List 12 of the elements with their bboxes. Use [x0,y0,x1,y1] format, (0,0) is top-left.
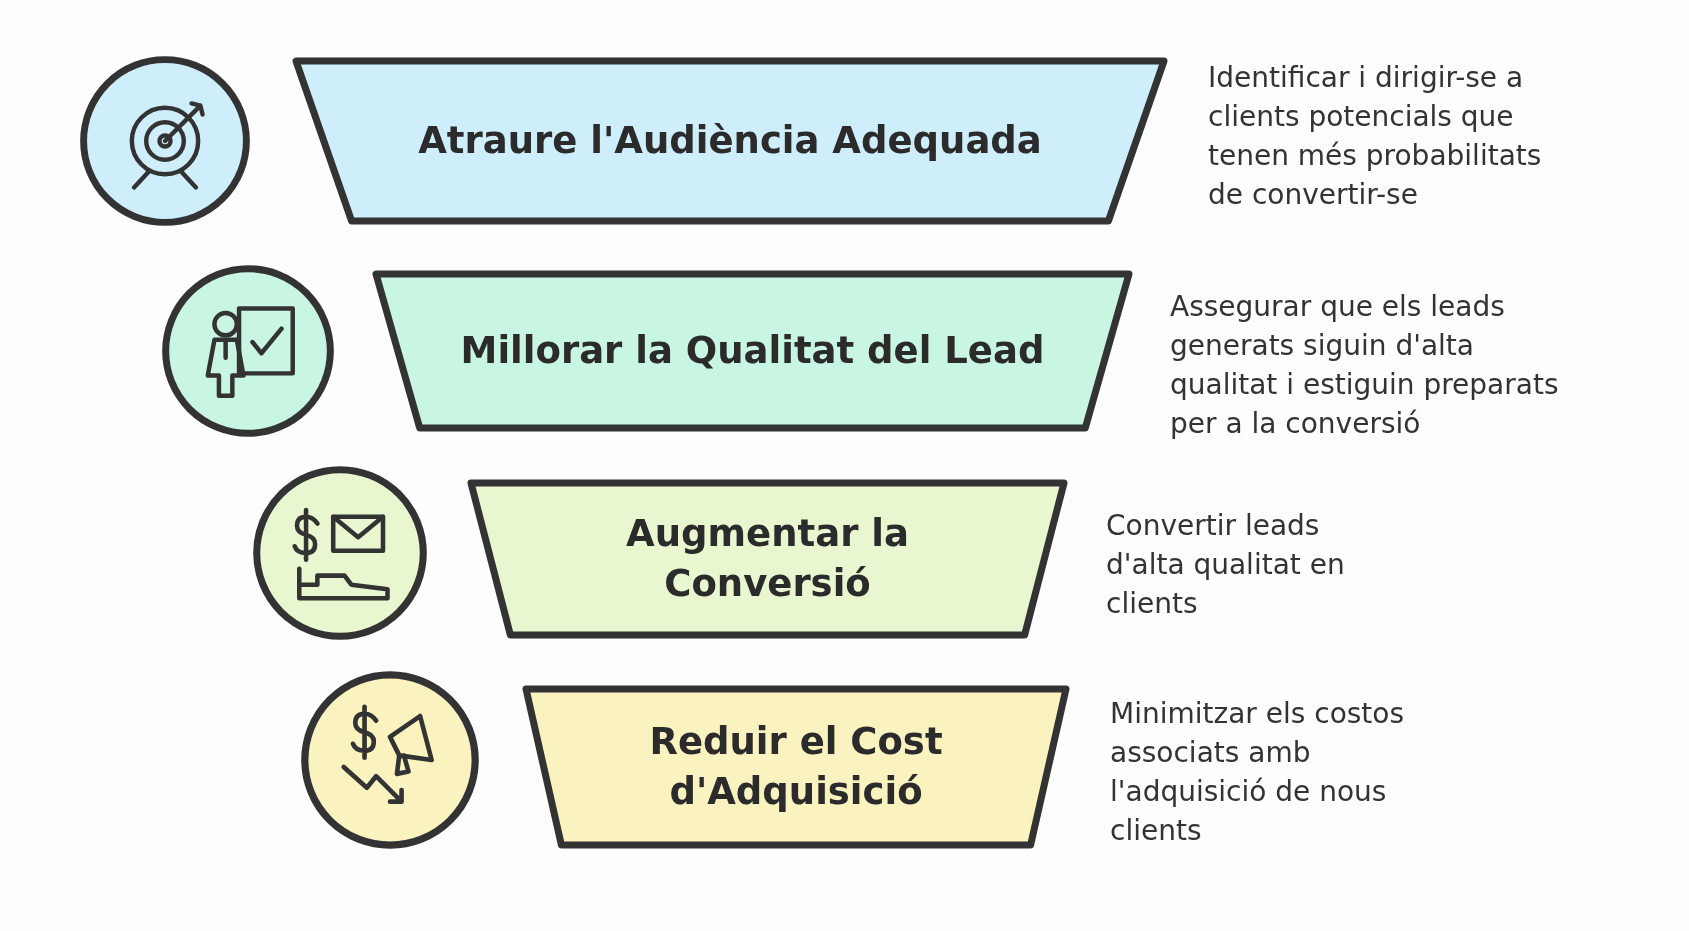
stage-title: Atraure l'Audiència Adequada [418,118,1042,165]
stage-title: Augmentar la Conversió [625,511,910,607]
stage-title: Reduir el Cost d'Adquisició [648,719,944,815]
description-text: Identificar i dirigir-se a clients potencials que tenen més probabilitats de convertir-se [1208,60,1543,213]
funnel-stage [520,683,1072,851]
stage-title: Millorar la Qualitat del Lead [460,328,1045,375]
funnel-stage [370,268,1135,434]
description-text: Assegurar que els leads generats siguin d'alta qualitat i estiguin preparats per a la conversió [1170,289,1560,442]
funnel-stage [465,477,1070,641]
description-text: Convertir leads d'alta qualitat en clients [1106,508,1346,622]
funnel-stage [290,55,1170,227]
description-text: Minimitzar els costos associats amb l'adquisició de nous clients [1110,696,1406,849]
